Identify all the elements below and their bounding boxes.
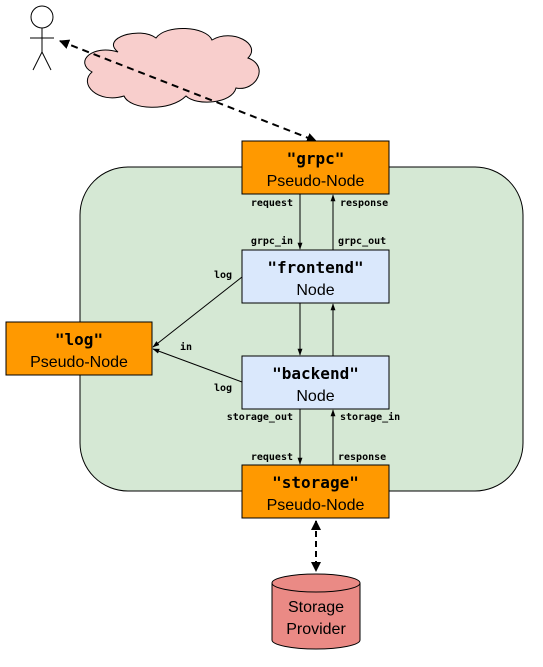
edge-label-grpc-in: grpc_in xyxy=(251,235,293,247)
storage-provider-label-line2: Provider xyxy=(286,621,346,638)
storage-provider-cylinder[interactable] xyxy=(271,573,361,650)
log-pseudo-node[interactable] xyxy=(5,321,153,376)
storage-node-kind: Pseudo-Node xyxy=(267,497,365,514)
frontend-node[interactable] xyxy=(241,249,390,304)
edge-label-storage-in: storage_in xyxy=(340,411,400,423)
backend-to-log-edge xyxy=(152,348,243,383)
edge-label-grpc-request: request xyxy=(251,198,293,209)
frontend-node-name: "frontend" xyxy=(267,258,363,277)
storage-node-name: "storage" xyxy=(272,473,359,492)
log-node-kind: Pseudo-Node xyxy=(30,354,128,371)
edge-label-backend-log: log xyxy=(214,383,232,394)
edge-label-storage-response: response xyxy=(338,452,386,463)
log-node-name: "log" xyxy=(55,330,103,349)
edge-label-storage-request: request xyxy=(251,452,293,463)
edge-label-frontend-log: log xyxy=(214,270,232,281)
grpc-node-kind: Pseudo-Node xyxy=(267,173,365,190)
frontend-node-kind: Node xyxy=(296,282,334,299)
cloud-icon xyxy=(84,27,260,108)
edge-label-log-in: in xyxy=(180,341,192,353)
backend-node[interactable] xyxy=(241,355,390,410)
edge-label-grpc-out: grpc_out xyxy=(338,236,386,247)
grpc-node-name: "grpc" xyxy=(287,149,345,168)
frontend-to-log-edge xyxy=(152,276,243,348)
grpc-pseudo-node[interactable] xyxy=(241,140,390,195)
edge-label-grpc-response: response xyxy=(340,198,388,209)
user-grpc-connection xyxy=(59,39,317,143)
storage-provider-label-line1: Storage xyxy=(288,599,344,616)
backend-node-name: "backend" xyxy=(272,364,359,383)
backend-node-kind: Node xyxy=(296,388,334,405)
user-icon xyxy=(30,5,54,71)
storage-pseudo-node[interactable] xyxy=(241,464,390,519)
edge-label-storage-out: storage_out xyxy=(227,412,293,423)
